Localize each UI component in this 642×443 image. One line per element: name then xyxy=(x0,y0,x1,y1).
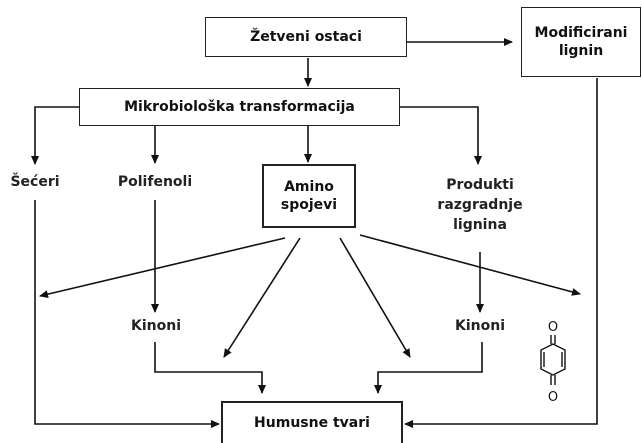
node-humic-substances: Humusne tvari xyxy=(221,401,403,443)
node-polyphenols: Polifenoli xyxy=(117,174,193,190)
quinone-oxygen-top: O xyxy=(548,320,558,335)
quinone-oxygen-bottom: O xyxy=(548,390,558,405)
arrow-quinones-left-to-merge xyxy=(154,342,266,394)
arrow-lignin-to-humus xyxy=(404,78,598,428)
node-lignin-products-line3: lignina xyxy=(453,217,507,233)
arrow-amino-fan-right xyxy=(359,234,581,296)
arrow-amino-fan-left xyxy=(39,237,286,299)
node-quinones-right: Kinoni xyxy=(455,318,505,334)
arrow-amino-fan-center-right xyxy=(339,237,411,358)
node-microbial-transformation: Mikrobiološka transformacija xyxy=(79,88,400,126)
node-modified-lignin: Modificirani lignin xyxy=(521,7,641,77)
arrow-sugars-to-humus xyxy=(34,200,220,428)
node-amino-line2: spojevi xyxy=(280,197,338,213)
node-microbial-transformation-label: Mikrobiološka transformacija xyxy=(124,99,355,115)
node-amino-compounds: Amino spojevi xyxy=(262,164,356,228)
node-sugars: Šećeri xyxy=(10,174,60,190)
node-lignin-products-line2: razgradnje xyxy=(437,197,523,213)
node-modified-lignin-line2: lignin xyxy=(558,43,604,59)
node-lignin-products-line1: Produkti xyxy=(446,177,514,193)
arrow-quinones-right-to-merge xyxy=(374,342,483,394)
node-modified-lignin-line1: Modificirani xyxy=(534,25,628,41)
node-crop-residues: Žetveni ostaci xyxy=(205,17,407,57)
arrow-to-lignin-products xyxy=(400,106,482,165)
benzoquinone-structure xyxy=(540,335,566,385)
node-humic-substances-label: Humusne tvari xyxy=(254,415,370,431)
node-quinones-left: Kinoni xyxy=(131,318,181,334)
node-amino-line1: Amino xyxy=(284,179,334,195)
node-crop-residues-label: Žetveni ostaci xyxy=(250,29,362,45)
arrow-to-sugars xyxy=(31,106,79,165)
node-lignin-products: Produkti razgradnje lignina xyxy=(424,175,536,235)
arrow-amino-fan-center-left xyxy=(223,237,301,358)
